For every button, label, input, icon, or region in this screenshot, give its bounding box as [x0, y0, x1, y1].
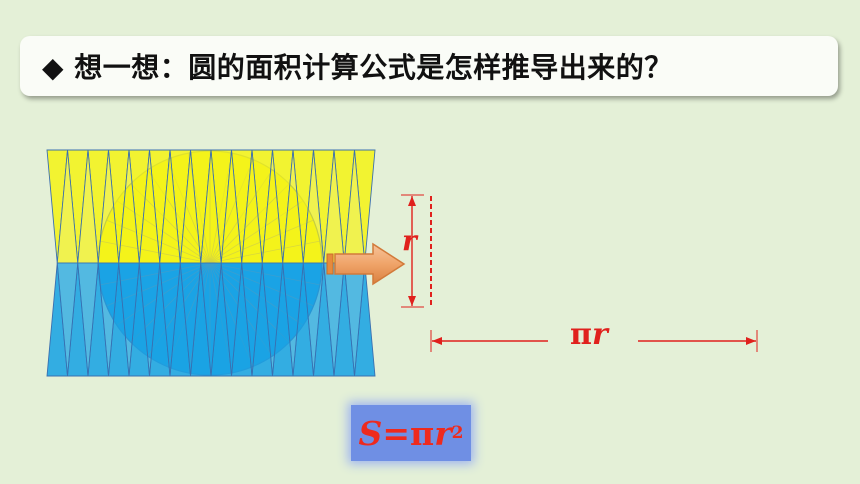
formula-pi: π	[410, 413, 435, 453]
sector-down-bottom	[138, 262, 161, 377]
formula-var: r	[434, 413, 452, 453]
width-dimension	[430, 330, 758, 352]
radius-dimension	[401, 194, 432, 308]
radius-label: r	[402, 224, 417, 257]
width-label: πr	[570, 320, 608, 350]
arrow-right-icon	[326, 242, 406, 286]
title-box: ◆ 想一想：圆的面积计算公式是怎样推导出来的？	[20, 36, 838, 96]
sector-down-bottom	[302, 262, 325, 377]
rearranged-sectors	[46, 149, 376, 377]
sector-down-bottom	[97, 262, 120, 377]
width-label-pi: π	[570, 317, 592, 352]
sector-down-bottom	[220, 262, 243, 377]
title-question: 想一想：圆的面积计算公式是怎样推导出来的？	[74, 51, 673, 84]
formula-exponent: 2	[451, 423, 464, 443]
formula-equals: =	[382, 413, 411, 453]
sector-down-bottom	[323, 262, 345, 377]
sector-down-bottom	[159, 262, 181, 377]
width-label-r: r	[591, 317, 608, 352]
sector-down-bottom	[77, 262, 99, 377]
formula-lhs: S	[358, 413, 383, 453]
sector-down-bottom	[56, 262, 79, 377]
sector-down-bottom	[241, 262, 263, 377]
sector-down-bottom	[282, 262, 304, 377]
sector-down-bottom	[179, 262, 202, 377]
title-text: ◆ 想一想：圆的面积计算公式是怎样推导出来的？	[42, 46, 673, 86]
diamond-bullet-icon: ◆	[42, 51, 65, 84]
sector-down-bottom	[200, 262, 222, 377]
sector-down-bottom	[261, 262, 284, 377]
sector-down-bottom	[118, 262, 140, 377]
